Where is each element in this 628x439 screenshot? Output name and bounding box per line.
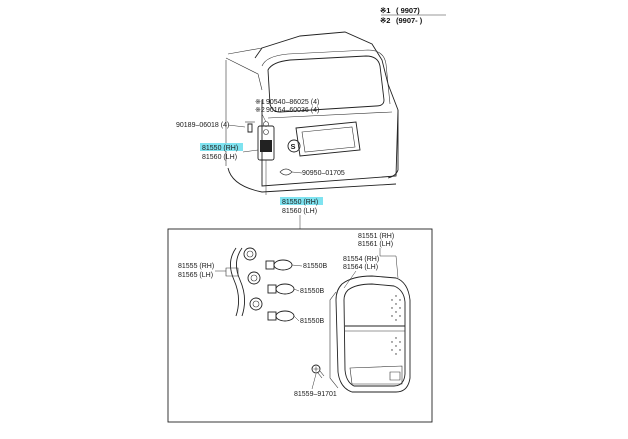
upper-callouts: ※1 90540–86025 (4) ※2 90164–60036 (4) 90… (176, 99, 345, 177)
harness-wire-left (230, 247, 239, 317)
bulb-1 (265, 259, 293, 271)
socket-1-inner (246, 250, 254, 258)
callout-assembly-lh[interactable]: 81560 (LH) (282, 208, 317, 215)
screw-slot (313, 366, 319, 372)
lamp-lens-assembly (329, 275, 411, 393)
callout-lamp-rh[interactable]: 81550 (RH) (202, 145, 238, 152)
socket-harness (225, 247, 263, 317)
leader-lamp (242, 149, 259, 153)
leader-gasket (343, 270, 357, 289)
callout-gasket-rh[interactable]: 81554 (RH) (343, 256, 379, 263)
side-body-line (225, 57, 263, 91)
bulb-3 (267, 310, 295, 322)
socket-1 (243, 247, 257, 261)
leader-c2 (261, 113, 267, 123)
bulb-2 (267, 283, 295, 295)
lens-texture (391, 295, 401, 355)
bulb-2-glass (275, 283, 295, 295)
callout-lens-rh[interactable]: 81551 (RH) (358, 233, 394, 240)
socket-3-inner (252, 300, 260, 308)
bolt (247, 123, 253, 133)
bulb-3-base (267, 311, 277, 321)
gasket-edge (329, 291, 339, 389)
callout-c2-mark: ※2 (255, 107, 265, 114)
door-trim-line (267, 111, 393, 119)
emblem (287, 139, 301, 153)
callout-gasket-lh[interactable]: 81564 (LH) (343, 264, 378, 271)
callout-lamp-lh[interactable]: 81560 (LH) (202, 154, 237, 161)
callout-assembly-rh[interactable]: 81550 (RH) (282, 199, 318, 206)
license-plate-recess (295, 121, 361, 157)
bulb-1-base (265, 260, 275, 270)
license-plate (301, 126, 356, 153)
screw (311, 364, 325, 379)
leader-bulb-1 (291, 264, 303, 267)
callout-bolt[interactable]: 90189–06018 (4) (176, 122, 229, 129)
clip (279, 168, 293, 176)
notes-legend: ※1 ( 9907) ※2 (9907- ) (380, 6, 446, 25)
note-1-mark: ※1 (380, 6, 390, 15)
emblem-symbol: S (291, 142, 296, 151)
callout-lens-lh[interactable]: 81561 (LH) (358, 241, 393, 248)
roof-rack-rail (227, 47, 263, 55)
lens-inner (343, 283, 406, 387)
highlight-assembly-rh (280, 197, 323, 205)
screw-shank (317, 370, 325, 379)
leader-clip (291, 171, 303, 174)
lens-outer (335, 275, 411, 393)
bulb-2-base (267, 284, 277, 294)
bulbs (265, 259, 295, 322)
callout-c1-part[interactable]: 90540–86025 (4) (266, 99, 319, 106)
socket-2-inner (250, 274, 258, 282)
rear-bumper (227, 167, 397, 193)
leader-screw (311, 373, 317, 390)
leader-bolt (227, 124, 246, 128)
note-2-text: (9907- ) (396, 16, 423, 25)
callout-c2-part[interactable]: 90164–60036 (4) (266, 107, 319, 114)
callout-screw[interactable]: 81559–91701 (294, 391, 337, 398)
callout-socket-lh[interactable]: 81565 (LH) (178, 272, 213, 279)
right-body-side (387, 83, 399, 179)
callout-bulb-2[interactable]: 81550B (300, 288, 324, 295)
socket-3 (249, 297, 263, 311)
callout-bulb-3[interactable]: 81550B (300, 318, 324, 325)
detail-box (167, 228, 433, 423)
callout-c1-mark: ※1 (255, 99, 265, 106)
socket-2 (247, 271, 261, 285)
note-1-text: ( 9907) (396, 6, 420, 15)
leader-bulb-3 (293, 315, 300, 322)
note-2-mark: ※2 (380, 16, 390, 25)
vehicle-tail-lamp-lens (260, 140, 272, 152)
vehicle-rear-illustration: S (225, 31, 399, 193)
nut-2 (263, 129, 269, 135)
callout-clip[interactable]: 90950–01705 (302, 170, 345, 177)
bulb-3-glass (275, 310, 295, 322)
harness-wire-right (236, 247, 245, 317)
bulb-1-glass (273, 259, 293, 271)
rear-door-frame (261, 49, 391, 105)
rear-window (267, 55, 385, 113)
assembly-callout: 81550 (RH) 81560 (LH) (265, 160, 323, 229)
harness-connector (225, 267, 239, 277)
lens-reflex (389, 371, 401, 381)
callout-bulb-1[interactable]: 81550B (303, 263, 327, 270)
highlight-lamp-rh (200, 143, 243, 151)
leader-lens (379, 248, 399, 279)
lens-lower-reflector (349, 365, 403, 385)
screw-head (311, 364, 321, 374)
leader-bulb-2 (293, 288, 300, 292)
callout-socket-rh[interactable]: 81555 (RH) (178, 263, 214, 270)
